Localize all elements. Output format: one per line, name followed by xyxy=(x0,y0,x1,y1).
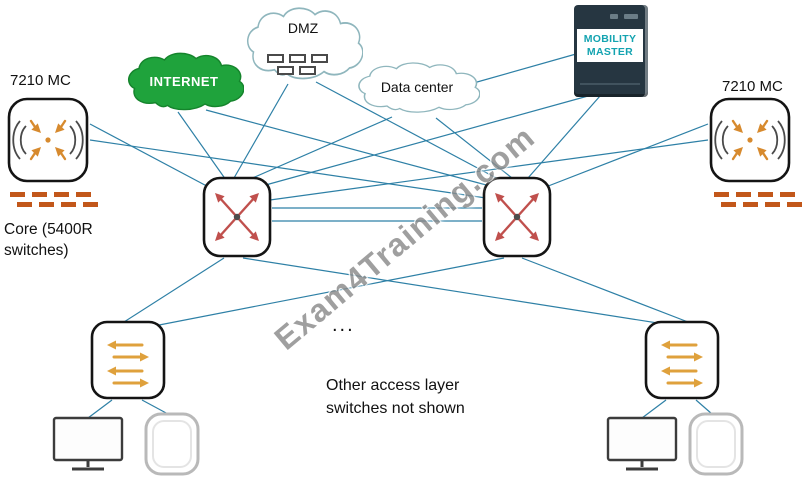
connection-line xyxy=(89,139,487,199)
core-switch-icon xyxy=(482,176,552,258)
tower-icon xyxy=(688,412,744,476)
datacenter-cloud: Data center xyxy=(354,60,481,116)
dmz-cloud: DMZ xyxy=(243,4,364,84)
connection-line xyxy=(435,117,513,179)
mobility-controller-left xyxy=(6,96,90,184)
tower-icon xyxy=(144,412,200,476)
server-vent-icon xyxy=(610,14,618,19)
mobility-controller-right xyxy=(708,96,792,184)
connection-line xyxy=(537,123,709,191)
desktop-monitor-1 xyxy=(48,416,128,474)
connection-line xyxy=(87,399,113,419)
access-note: Other access layer switches not shown xyxy=(326,374,465,420)
server-ridge-icon xyxy=(580,83,640,85)
connection-line xyxy=(247,116,393,181)
monitor-icon xyxy=(52,416,124,471)
core-switch-1 xyxy=(202,176,272,258)
access-switch-2 xyxy=(644,320,720,400)
access-switch-icon xyxy=(90,320,166,400)
internet-cloud: INTERNET xyxy=(124,50,245,114)
label-7210-mc-right: 7210 MC xyxy=(722,78,783,95)
datacenter-cloud-icon xyxy=(358,62,481,113)
access-switch-1 xyxy=(90,320,166,400)
mobility-master-server: MOBILITY MASTER xyxy=(574,5,648,97)
server-vent-icon xyxy=(624,14,638,19)
desktop-monitor-2 xyxy=(602,416,682,474)
internet-cloud-icon xyxy=(128,52,245,111)
connection-line xyxy=(205,109,491,187)
connection-line xyxy=(123,257,225,323)
access-switch-icon xyxy=(644,320,720,400)
core-switch-2 xyxy=(482,176,552,258)
connection-line xyxy=(89,123,219,193)
mobility-controller-icon xyxy=(7,97,89,183)
label-7210-mc-left: 7210 MC xyxy=(10,72,71,89)
dmz-servers-icon xyxy=(267,54,328,75)
connection-line xyxy=(641,399,667,419)
connection-line xyxy=(527,95,601,179)
connection-line xyxy=(469,53,577,85)
brick-dashes-right-icon xyxy=(714,192,802,207)
workstation-tower-1 xyxy=(142,412,202,476)
connection-line xyxy=(695,399,713,415)
connection-line xyxy=(242,257,665,325)
core-switch-icon xyxy=(202,176,272,258)
mobility-controller-icon xyxy=(709,97,791,183)
ellipsis-text: ... xyxy=(332,314,355,336)
dmz-label: DMZ xyxy=(287,20,319,36)
workstation-tower-2 xyxy=(686,412,746,476)
access-note-line1: Other access layer xyxy=(326,377,460,394)
mobility-master-label: MOBILITY MASTER xyxy=(577,29,643,63)
brick-dashes-left-icon xyxy=(10,192,98,207)
internet-label: INTERNET xyxy=(149,74,219,89)
connection-line xyxy=(233,83,289,179)
connection-line xyxy=(141,399,169,415)
connection-line xyxy=(177,111,227,181)
core-caption: Core (5400R switches) xyxy=(4,221,93,259)
monitor-icon xyxy=(606,416,678,471)
connection-line xyxy=(521,257,689,323)
connection-line xyxy=(261,95,589,187)
access-note-line2: switches not shown xyxy=(326,400,465,418)
datacenter-label: Data center xyxy=(380,79,454,95)
connection-line xyxy=(315,81,501,181)
connection-line xyxy=(269,139,709,201)
connection-line xyxy=(153,257,505,327)
